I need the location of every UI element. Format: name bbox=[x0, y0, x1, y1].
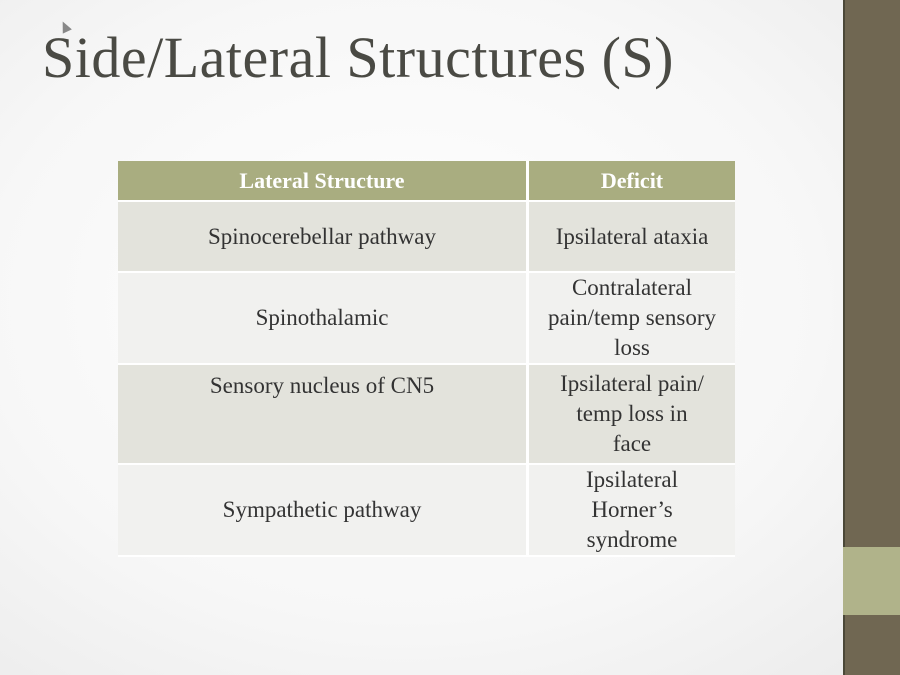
table-row: Sympathetic pathway Ipsilateral Horner’s… bbox=[118, 464, 735, 557]
decorative-accent-block bbox=[843, 547, 900, 615]
structure-cell: Spinocerebellar pathway bbox=[118, 201, 529, 273]
lateral-structures-table: Lateral Structure Deficit Spinocerebella… bbox=[118, 161, 735, 557]
deficit-cell: Ipsilateral ataxia bbox=[527, 201, 735, 273]
header-deficit: Deficit bbox=[527, 161, 735, 202]
slide-title: Side/Lateral Structures (S) bbox=[42, 25, 674, 90]
header-lateral-structure: Lateral Structure bbox=[118, 161, 529, 202]
deficit-cell: Contralateral pain/temp sensory loss bbox=[527, 272, 735, 365]
table-row: Sensory nucleus of CN5 Ipsilateral pain/… bbox=[118, 364, 735, 465]
structure-cell: Sensory nucleus of CN5 bbox=[118, 364, 529, 465]
table-row: Spinocerebellar pathway Ipsilateral atax… bbox=[118, 201, 735, 273]
table-row: Spinothalamic Contralateral pain/temp se… bbox=[118, 272, 735, 365]
table-header-row: Lateral Structure Deficit bbox=[118, 161, 735, 202]
deficit-cell: Ipsilateral Horner’s syndrome bbox=[527, 464, 735, 557]
structure-cell: Spinothalamic bbox=[118, 272, 529, 365]
structure-cell: Sympathetic pathway bbox=[118, 464, 529, 557]
deficit-cell: Ipsilateral pain/ temp loss in face bbox=[527, 364, 735, 465]
